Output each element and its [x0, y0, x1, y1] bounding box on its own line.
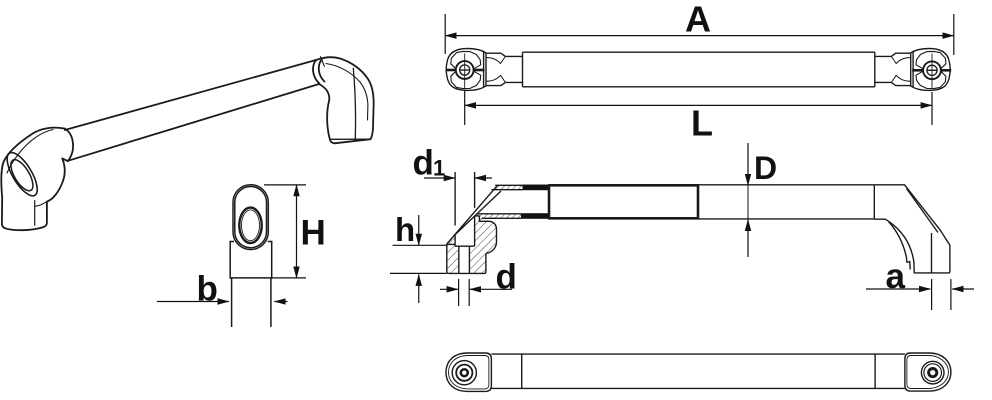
svg-text:D: D: [754, 150, 777, 186]
svg-text:a: a: [886, 257, 906, 296]
svg-text:L: L: [691, 102, 713, 143]
svg-text:b: b: [197, 270, 218, 309]
svg-text:H: H: [301, 213, 326, 252]
svg-text:1: 1: [433, 156, 445, 181]
svg-text:A: A: [685, 0, 711, 40]
svg-text:d: d: [496, 257, 517, 296]
svg-text:d: d: [413, 144, 434, 183]
svg-text:h: h: [395, 211, 415, 248]
